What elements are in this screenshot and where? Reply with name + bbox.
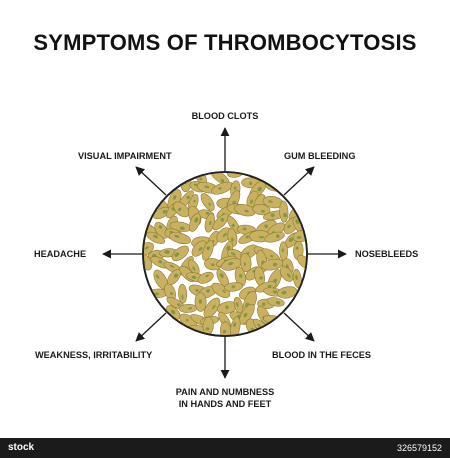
platelet (143, 242, 154, 256)
symptom-blood-in-feces: BLOOD IN THE FECES (272, 350, 372, 360)
platelet (262, 196, 284, 209)
platelet (178, 283, 188, 304)
platelet (279, 266, 294, 282)
symptom-blood-clots: BLOOD CLOTS (191, 111, 259, 121)
arrow-weakness (135, 312, 167, 342)
symptom-weakness: WEAKNESS, IRRITABILITY (35, 350, 153, 360)
arrow-gum-bleeding (283, 166, 315, 196)
platelet (171, 245, 189, 262)
platelet (226, 215, 241, 234)
platelet (194, 292, 207, 312)
platelet (212, 213, 230, 231)
page-title: SYMPTOMS OF THROMBOCYTOSIS (33, 30, 417, 55)
symptom-pain-numbness-line2: IN HANDS AND FEET (178, 399, 272, 409)
platelet (254, 266, 265, 286)
platelet (173, 201, 190, 218)
platelet (264, 231, 285, 243)
platelet (279, 200, 289, 223)
platelet (230, 316, 241, 336)
symptom-gum-bleeding: GUM BLEEDING (284, 151, 356, 161)
symptom-pain-numbness-line1: PAIN AND NUMBNESS (175, 387, 275, 397)
platelet (238, 303, 255, 325)
arrows-group (102, 127, 347, 379)
platelet (279, 241, 289, 262)
symptom-nosebleeds: NOSEBLEEDS (355, 249, 419, 259)
platelet (239, 253, 252, 273)
platelet (277, 286, 298, 299)
platelet (146, 231, 165, 244)
platelet (200, 193, 215, 211)
platelet (188, 213, 201, 232)
platelet (252, 204, 271, 216)
symptom-headache: HEADACHE (34, 249, 87, 259)
arrow-blood-in-feces (283, 312, 315, 342)
watermark-bar: stock 326579152 (0, 438, 450, 458)
watermark-brand: stock (8, 442, 35, 453)
watermark-id: 326579152 (396, 443, 442, 453)
platelet (266, 297, 285, 307)
platelet (166, 268, 182, 286)
platelets-group (143, 172, 307, 336)
platelet (197, 271, 214, 284)
platelet (204, 258, 222, 271)
platelet (211, 282, 231, 299)
platelet (234, 266, 247, 287)
platelet (202, 240, 214, 261)
symptom-visual-impairment: VISUAL IMPAIRMENT (78, 151, 172, 161)
platelet (292, 268, 302, 289)
arrow-visual-impairment (135, 166, 167, 196)
platelet (168, 232, 192, 245)
platelet (224, 282, 244, 292)
